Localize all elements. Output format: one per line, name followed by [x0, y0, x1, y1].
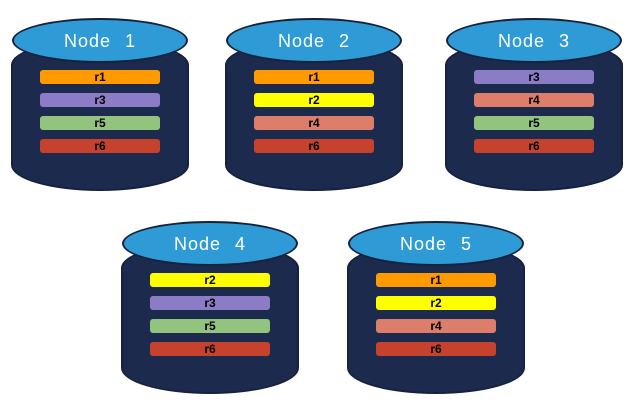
- node-3-replica-list: r3 r4 r5 r6: [474, 70, 594, 153]
- node-2-replica-list: r1 r2 r4 r6: [254, 70, 374, 153]
- replica-bar-r3: r3: [150, 296, 270, 310]
- node-3-cylinder: Node 3 r3 r4 r5 r6: [445, 18, 623, 192]
- replica-bar-r3: r3: [40, 93, 160, 107]
- replica-bar-r6: r6: [40, 139, 160, 153]
- node-1-cylinder-top: Node 1: [12, 18, 188, 63]
- node-3-cylinder-body: [445, 39, 623, 191]
- node-4-cylinder-top: Node 4: [122, 221, 298, 266]
- node-2-cylinder-top: Node 2: [226, 18, 402, 63]
- node-2-cylinder-body: [225, 39, 403, 191]
- replica-bar-r3: r3: [474, 70, 594, 84]
- replica-bar-r5: r5: [474, 116, 594, 130]
- replica-bar-r4: r4: [474, 93, 594, 107]
- node-2-cylinder: Node 2 r1 r2 r4 r6: [225, 18, 403, 192]
- replica-bar-r6: r6: [376, 342, 496, 356]
- node-2-title: Node 2: [277, 30, 351, 51]
- node-5-cylinder-body: [347, 242, 525, 394]
- node-4-cylinder: Node 4 r2 r3 r5 r6: [121, 221, 299, 395]
- node-4-replica-list: r2 r3 r5 r6: [150, 273, 270, 356]
- node-5-cylinder-top: Node 5: [348, 221, 524, 266]
- replica-bar-r2: r2: [376, 296, 496, 310]
- replica-bar-r5: r5: [40, 116, 160, 130]
- replica-bar-r2: r2: [150, 273, 270, 287]
- replica-bar-r6: r6: [254, 139, 374, 153]
- replica-bar-r1: r1: [376, 273, 496, 287]
- node-5-title: Node 5: [399, 233, 473, 254]
- node-3-title: Node 3: [497, 30, 571, 51]
- node-1-replica-list: r1 r3 r5 r6: [40, 70, 160, 153]
- node-5-replica-list: r1 r2 r4 r6: [376, 273, 496, 356]
- node-4-cylinder-body: [121, 242, 299, 394]
- replica-bar-r5: r5: [150, 319, 270, 333]
- replica-bar-r4: r4: [376, 319, 496, 333]
- node-1-title: Node 1: [63, 30, 137, 51]
- node-5-cylinder: Node 5 r1 r2 r4 r6: [347, 221, 525, 395]
- replica-bar-r6: r6: [150, 342, 270, 356]
- replica-bar-r1: r1: [254, 70, 374, 84]
- node-3-cylinder-top: Node 3: [446, 18, 622, 63]
- node-1-cylinder: Node 1 r1 r3 r5 r6: [11, 18, 189, 192]
- replica-bar-r4: r4: [254, 116, 374, 130]
- replica-bar-r6: r6: [474, 139, 594, 153]
- node-4-title: Node 4: [173, 233, 247, 254]
- replica-bar-r2: r2: [254, 93, 374, 107]
- replica-bar-r1: r1: [40, 70, 160, 84]
